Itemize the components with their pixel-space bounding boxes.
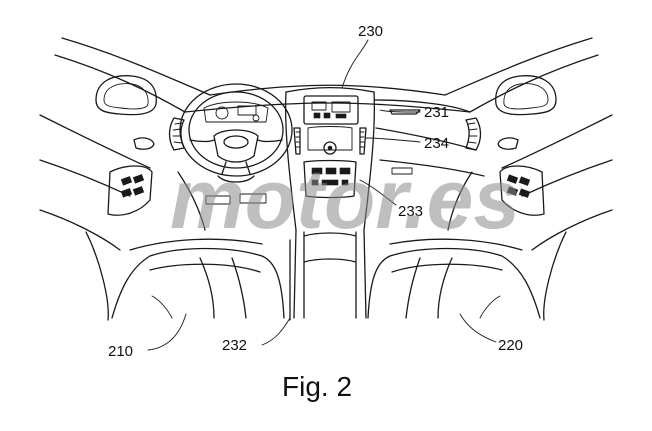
label-231: 231: [424, 104, 449, 121]
label-230: 230: [358, 23, 383, 40]
label-232: 232: [222, 337, 247, 354]
left-door: [40, 115, 154, 320]
driver-seat: [112, 239, 284, 318]
watermark-logo: motor.es: [170, 152, 520, 246]
label-220: 220: [498, 337, 523, 354]
figure-caption: Fig. 2: [282, 371, 352, 402]
passenger-seat: [368, 239, 540, 318]
center-vents: [294, 127, 366, 155]
right-side-mirror: [496, 76, 556, 115]
label-210: 210: [108, 343, 133, 360]
label-234: 234: [424, 135, 449, 152]
left-side-vent: [170, 118, 185, 150]
windshield-frame: [55, 38, 598, 112]
